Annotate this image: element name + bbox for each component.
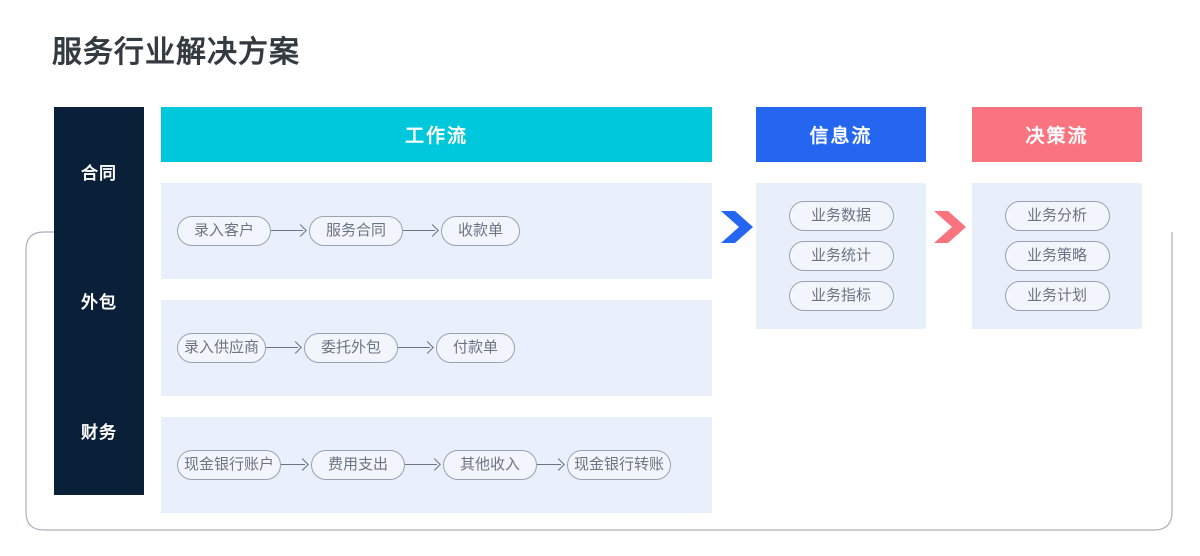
arrow-right-icon — [537, 459, 567, 471]
sidebar-item-label: 外包 — [81, 293, 117, 313]
workflow-row-outsourcing: 录入供应商 委托外包 付款单 — [161, 300, 712, 396]
chevron-right-blue-icon — [719, 207, 753, 247]
industry-sidebar: 合同 外包 财务 — [54, 107, 144, 495]
info-flow-header: 信息流 — [756, 107, 926, 162]
arrow-right-icon — [271, 225, 309, 237]
decision-flow-column: 决策流 业务分析 业务策略 业务计划 — [972, 107, 1142, 329]
workflow-chain: 现金银行账户 费用支出 其他收入 现金银行转账 — [177, 450, 672, 480]
workflow-header: 工作流 — [161, 107, 712, 162]
workflow-step[interactable]: 录入供应商 — [177, 333, 267, 363]
arrow-right-icon — [266, 342, 304, 354]
sidebar-item-contract[interactable]: 合同 — [54, 107, 144, 236]
sidebar-item-label: 合同 — [81, 164, 117, 184]
decision-flow-header: 决策流 — [972, 107, 1142, 162]
workflow-row-finance: 现金银行账户 费用支出 其他收入 现金银行转账 — [161, 417, 712, 513]
info-flow-item[interactable]: 业务数据 — [788, 201, 894, 231]
workflow-rows: 录入客户 服务合同 收款单 录入供应商 委托外包 付款单 现金银行账户 费用支 — [161, 183, 712, 513]
workflow-column: 工作流 录入客户 服务合同 收款单 录入供应商 委托外包 付款单 — [161, 107, 712, 513]
info-flow-item[interactable]: 业务统计 — [788, 241, 894, 271]
arrow-right-icon — [405, 459, 443, 471]
decision-flow-item[interactable]: 业务分析 — [1004, 201, 1110, 231]
workflow-chain: 录入客户 服务合同 收款单 — [177, 216, 521, 246]
info-flow-panel: 业务数据 业务统计 业务指标 — [756, 183, 926, 329]
sidebar-item-label: 财务 — [81, 422, 117, 442]
workflow-step[interactable]: 录入客户 — [177, 216, 272, 246]
workflow-step[interactable]: 委托外包 — [304, 333, 399, 363]
arrow-right-icon — [398, 342, 436, 354]
decision-flow-item[interactable]: 业务计划 — [1004, 281, 1110, 311]
workflow-step[interactable]: 费用支出 — [311, 450, 406, 480]
arrow-right-icon — [281, 459, 311, 471]
arrow-right-icon — [403, 225, 441, 237]
sidebar-item-outsourcing[interactable]: 外包 — [54, 236, 144, 365]
decision-flow-item[interactable]: 业务策略 — [1004, 241, 1110, 271]
info-flow-item[interactable]: 业务指标 — [788, 281, 894, 311]
workflow-step[interactable]: 服务合同 — [309, 216, 404, 246]
page-title: 服务行业解决方案 — [52, 36, 300, 69]
workflow-step[interactable]: 现金银行账户 — [177, 450, 282, 480]
workflow-chain: 录入供应商 委托外包 付款单 — [177, 333, 516, 363]
workflow-step[interactable]: 付款单 — [436, 333, 516, 363]
workflow-step[interactable]: 其他收入 — [443, 450, 538, 480]
info-flow-column: 信息流 业务数据 业务统计 业务指标 — [756, 107, 926, 329]
workflow-step[interactable]: 收款单 — [441, 216, 521, 246]
decision-flow-panel: 业务分析 业务策略 业务计划 — [972, 183, 1142, 329]
workflow-step[interactable]: 现金银行转账 — [567, 450, 672, 480]
sidebar-item-finance[interactable]: 财务 — [54, 366, 144, 495]
workflow-row-contract: 录入客户 服务合同 收款单 — [161, 183, 712, 279]
chevron-right-pink-icon — [932, 207, 966, 247]
